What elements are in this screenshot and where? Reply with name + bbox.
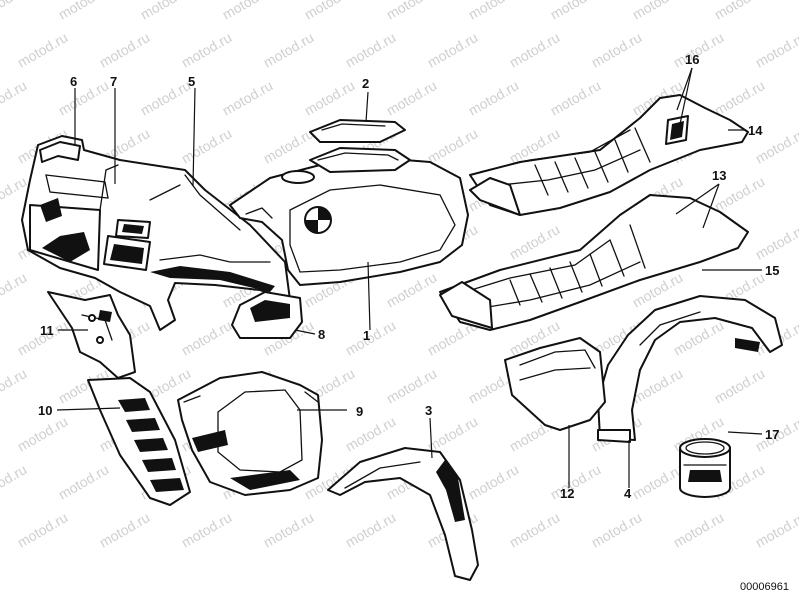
callout-16: 16 bbox=[685, 52, 699, 67]
watermark-text: motod.ru bbox=[507, 509, 563, 550]
callouts: 1 2 3 4 5 6 7 8 9 10 11 12 13 14 15 16 1… bbox=[38, 52, 779, 501]
watermark-text: motod.ru bbox=[15, 29, 71, 70]
watermark-text: motod.ru bbox=[589, 29, 645, 70]
watermark-text: motod.ru bbox=[302, 0, 358, 23]
watermark-text: motod.ru bbox=[548, 461, 604, 502]
callout-10: 10 bbox=[38, 403, 52, 418]
seat-lower-part bbox=[439, 194, 749, 331]
watermark-text: motod.ru bbox=[712, 365, 768, 406]
watermark-text: motod.ru bbox=[507, 29, 563, 70]
watermark-text: motod.ru bbox=[712, 77, 768, 118]
watermark-text: motod.ru bbox=[220, 77, 276, 118]
watermark-text: motod.ru bbox=[138, 77, 194, 118]
watermark-text: motod.ru bbox=[384, 77, 440, 118]
bracket-part bbox=[47, 291, 136, 379]
watermark-text: motod.ru bbox=[97, 509, 153, 550]
callout-8: 8 bbox=[318, 327, 325, 342]
watermark-text: motod.ru bbox=[343, 413, 399, 454]
watermark-text: motod.ru bbox=[179, 125, 235, 166]
callout-14: 14 bbox=[748, 123, 763, 138]
side-panel-part bbox=[231, 291, 303, 339]
watermark-text: motod.ru bbox=[56, 0, 112, 23]
watermark-text: motod.ru bbox=[466, 461, 522, 502]
watermark-text: motod.ru bbox=[220, 0, 276, 23]
seat-upper-part bbox=[469, 94, 749, 216]
watermark-text: motod.ru bbox=[343, 317, 399, 358]
watermark-text: motod.ru bbox=[425, 29, 481, 70]
watermark-text: motod.ru bbox=[466, 77, 522, 118]
watermark-text: motod.ru bbox=[0, 461, 29, 502]
fuel-tank-part bbox=[229, 147, 469, 286]
watermark-text: motod.ru bbox=[179, 29, 235, 70]
callout-1: 1 bbox=[363, 328, 370, 343]
watermark-text: motod.ru bbox=[179, 509, 235, 550]
callout-6: 6 bbox=[70, 74, 77, 89]
rear-fender-part bbox=[597, 295, 783, 443]
watermark-text: motod.ru bbox=[343, 29, 399, 70]
watermark-text: motod.ru bbox=[56, 77, 112, 118]
callout-15: 15 bbox=[765, 263, 779, 278]
watermark-text: motod.ru bbox=[589, 509, 645, 550]
watermark-text: motod.ru bbox=[179, 317, 235, 358]
watermark-text: motod.ru bbox=[753, 509, 799, 550]
watermark-text: motod.ru bbox=[261, 125, 317, 166]
fairing-part bbox=[21, 135, 291, 331]
watermark-text: motod.ru bbox=[97, 29, 153, 70]
callout-11: 11 bbox=[40, 323, 54, 338]
watermark-text: motod.ru bbox=[548, 0, 604, 23]
frame-cover-part bbox=[87, 377, 191, 506]
watermark-text: motod.ru bbox=[261, 509, 317, 550]
watermark-text: motod.ru bbox=[261, 29, 317, 70]
watermark-text: motod.ru bbox=[425, 413, 481, 454]
callout-13: 13 bbox=[712, 168, 726, 183]
watermark-text: motod.ru bbox=[630, 461, 686, 502]
leader-lines bbox=[56, 67, 763, 488]
watermark-text: motod.ru bbox=[384, 269, 440, 310]
battery-cover-part bbox=[504, 337, 606, 431]
watermark-text: motod.ru bbox=[712, 0, 768, 23]
watermark-text: motod.ru bbox=[15, 413, 71, 454]
front-fender-part bbox=[327, 447, 479, 581]
watermark-text: motod.ru bbox=[15, 509, 71, 550]
callout-2: 2 bbox=[362, 76, 369, 91]
watermark-text: motod.ru bbox=[753, 221, 799, 262]
callout-5: 5 bbox=[188, 74, 195, 89]
callout-7: 7 bbox=[110, 74, 117, 89]
watermark-text: motod.ru bbox=[384, 0, 440, 23]
watermark-text: motod.ru bbox=[0, 365, 29, 406]
callout-12: 12 bbox=[560, 486, 574, 501]
watermark-text: motod.ru bbox=[138, 0, 194, 23]
watermark-text: motod.ru bbox=[671, 509, 727, 550]
cover-part bbox=[177, 371, 323, 496]
watermark-text: motod.ru bbox=[0, 269, 29, 310]
watermark-text: motod.ru bbox=[343, 509, 399, 550]
paint-can-part bbox=[679, 438, 731, 498]
watermark-text: motod.ru bbox=[548, 77, 604, 118]
watermark-text: motod.ru bbox=[0, 0, 29, 23]
watermark-text: motod.ru bbox=[56, 461, 112, 502]
catalog-number: 00006961 bbox=[740, 581, 789, 593]
watermark-text: motod.ru bbox=[384, 365, 440, 406]
watermark-text: motod.ru bbox=[466, 0, 522, 23]
tank-cap-part bbox=[309, 119, 406, 143]
watermark-text: motod.ru bbox=[0, 77, 29, 118]
bmw-emblem bbox=[304, 206, 332, 234]
watermark-text: motod.ru bbox=[753, 29, 799, 70]
callout-3: 3 bbox=[425, 403, 432, 418]
watermark-text: motod.ru bbox=[630, 0, 686, 23]
callout-17: 17 bbox=[765, 427, 779, 442]
callout-4: 4 bbox=[624, 486, 632, 501]
watermark-text: motod.ru bbox=[302, 77, 358, 118]
watermark-text: motod.ru bbox=[425, 125, 481, 166]
callout-9: 9 bbox=[356, 404, 363, 419]
